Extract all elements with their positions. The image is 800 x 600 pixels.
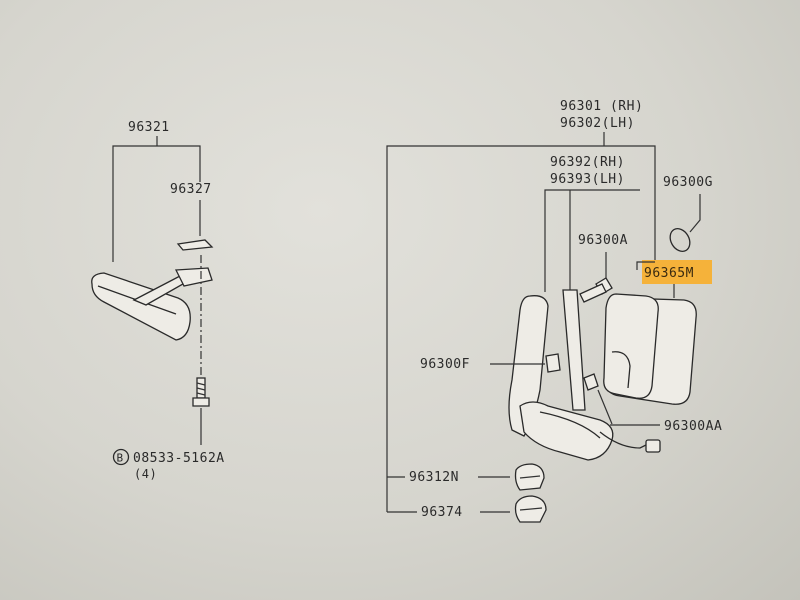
- mirror-base-plate: [508, 295, 549, 437]
- bracket-cover-part: [176, 239, 214, 251]
- label-96300G: 96300G: [663, 175, 713, 190]
- harness-wire: [599, 431, 649, 449]
- mirror-lower-arm: [519, 401, 614, 461]
- label-screw-prefix: B: [117, 452, 124, 465]
- leader-96301-frame: [386, 145, 656, 512]
- leader-96365M-left: [636, 261, 655, 270]
- label-96312N: 96312N: [409, 470, 459, 485]
- mirror-glass-convex: [611, 351, 631, 389]
- label-96301-rh: 96301 (RH): [560, 99, 643, 114]
- screw-icon: [192, 377, 210, 407]
- leader-96300G: [689, 194, 701, 233]
- leader-96392-frame: [544, 189, 640, 292]
- door-mirror-group: 96301 (RH) 96302(LH) 96392(RH) 96393(LH)…: [386, 99, 722, 523]
- clip-part: [545, 353, 561, 373]
- label-96321: 96321: [128, 120, 170, 135]
- label-08533-5162A: 08533-5162A: [133, 451, 225, 466]
- arm-screw-icon: [583, 373, 599, 391]
- label-96327: 96327: [170, 182, 212, 197]
- leader-96300AA-up: [597, 389, 613, 425]
- mirror-glass: [603, 293, 659, 399]
- label-screw-qty: (4): [134, 467, 157, 481]
- inner-mirror-body: [91, 272, 191, 341]
- mirror-mount-base: [174, 267, 213, 287]
- lower-arm-edge: [539, 411, 601, 439]
- grommet-part: [669, 228, 691, 252]
- label-96393-lh: 96393(LH): [550, 172, 625, 187]
- label-96300A: 96300A: [578, 233, 628, 248]
- label-96374: 96374: [421, 505, 463, 520]
- harness-connector-icon: [645, 439, 661, 453]
- mirror-arm-post: [562, 289, 586, 411]
- label-96300AA: 96300AA: [664, 419, 722, 434]
- circled-b-icon: [112, 448, 130, 466]
- label-96302-lh: 96302(LH): [560, 116, 635, 131]
- inner-mirror-group: 96321 96327 B 08533-5162A (4): [91, 120, 225, 481]
- highlight-marker: [642, 260, 712, 284]
- label-96365M: 96365M: [644, 266, 694, 281]
- label-96300F: 96300F: [420, 357, 470, 372]
- label-96392-rh: 96392(RH): [550, 155, 625, 170]
- bolt-icon: [579, 277, 613, 303]
